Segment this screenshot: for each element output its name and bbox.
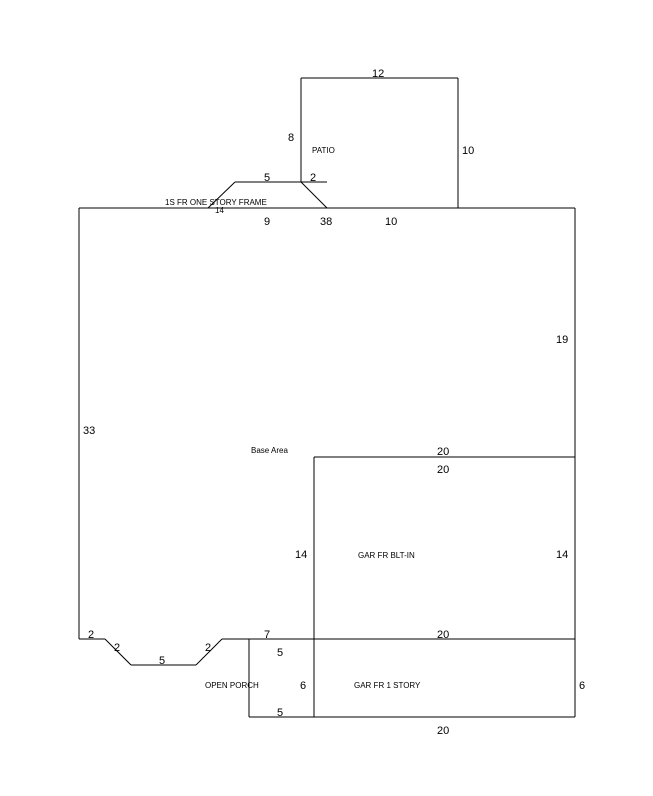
- one-story-frame-label: 1S FR ONE STORY FRAME: [165, 198, 267, 207]
- dim-base-top-b: 38: [320, 216, 332, 228]
- dim-porch-inner-bottom: 5: [277, 707, 283, 719]
- dim-porch-inner-top: 5: [277, 647, 283, 659]
- dim-garage2-right: 6: [579, 680, 585, 692]
- dim-porch-right: 6: [300, 680, 306, 692]
- dim-garage-left: 14: [295, 549, 307, 561]
- dim-garage-right: 14: [556, 549, 568, 561]
- dim-base-top-c: 10: [385, 216, 397, 228]
- dim-base-left: 33: [83, 425, 95, 437]
- patio-outline: [300, 77, 459, 208]
- patio-label: PATIO: [312, 146, 335, 155]
- garage-one-story-label: GAR FR 1 STORY: [354, 681, 421, 690]
- dim-base-top-a: 9: [264, 216, 270, 228]
- garage-built-in-label: GAR FR BLT-IN: [358, 551, 415, 560]
- dim-frame-bottom: 14: [215, 206, 224, 215]
- base-area-outline: [78, 207, 576, 717]
- dim-bay-seg-1: 2: [88, 629, 94, 641]
- dim-garage-top-lower: 20: [437, 464, 449, 476]
- dim-base-right: 19: [556, 334, 568, 346]
- dim-porch-top: 7: [264, 629, 270, 641]
- dim-frame-small: 2: [310, 172, 316, 184]
- dim-garage-bottom: 20: [437, 629, 449, 641]
- dim-frame-top: 5: [264, 172, 270, 184]
- base-area-label: Base Area: [251, 446, 288, 455]
- dim-bay-seg-4: 2: [205, 642, 211, 654]
- dim-patio-left: 8: [288, 132, 294, 144]
- one-story-frame-outline: [207, 181, 328, 209]
- garage-porch-outline: [248, 639, 575, 718]
- garage-built-in-outline: [313, 456, 575, 717]
- dim-bay-seg-3: 5: [159, 655, 165, 667]
- open-porch-label: OPEN PORCH: [205, 681, 259, 690]
- dim-garage2-bottom: 20: [437, 725, 449, 737]
- dim-patio-right: 10: [462, 145, 474, 157]
- dim-patio-top: 12: [372, 68, 384, 80]
- dim-bay-seg-2: 2: [114, 642, 120, 654]
- dim-garage-top-upper: 20: [437, 446, 449, 458]
